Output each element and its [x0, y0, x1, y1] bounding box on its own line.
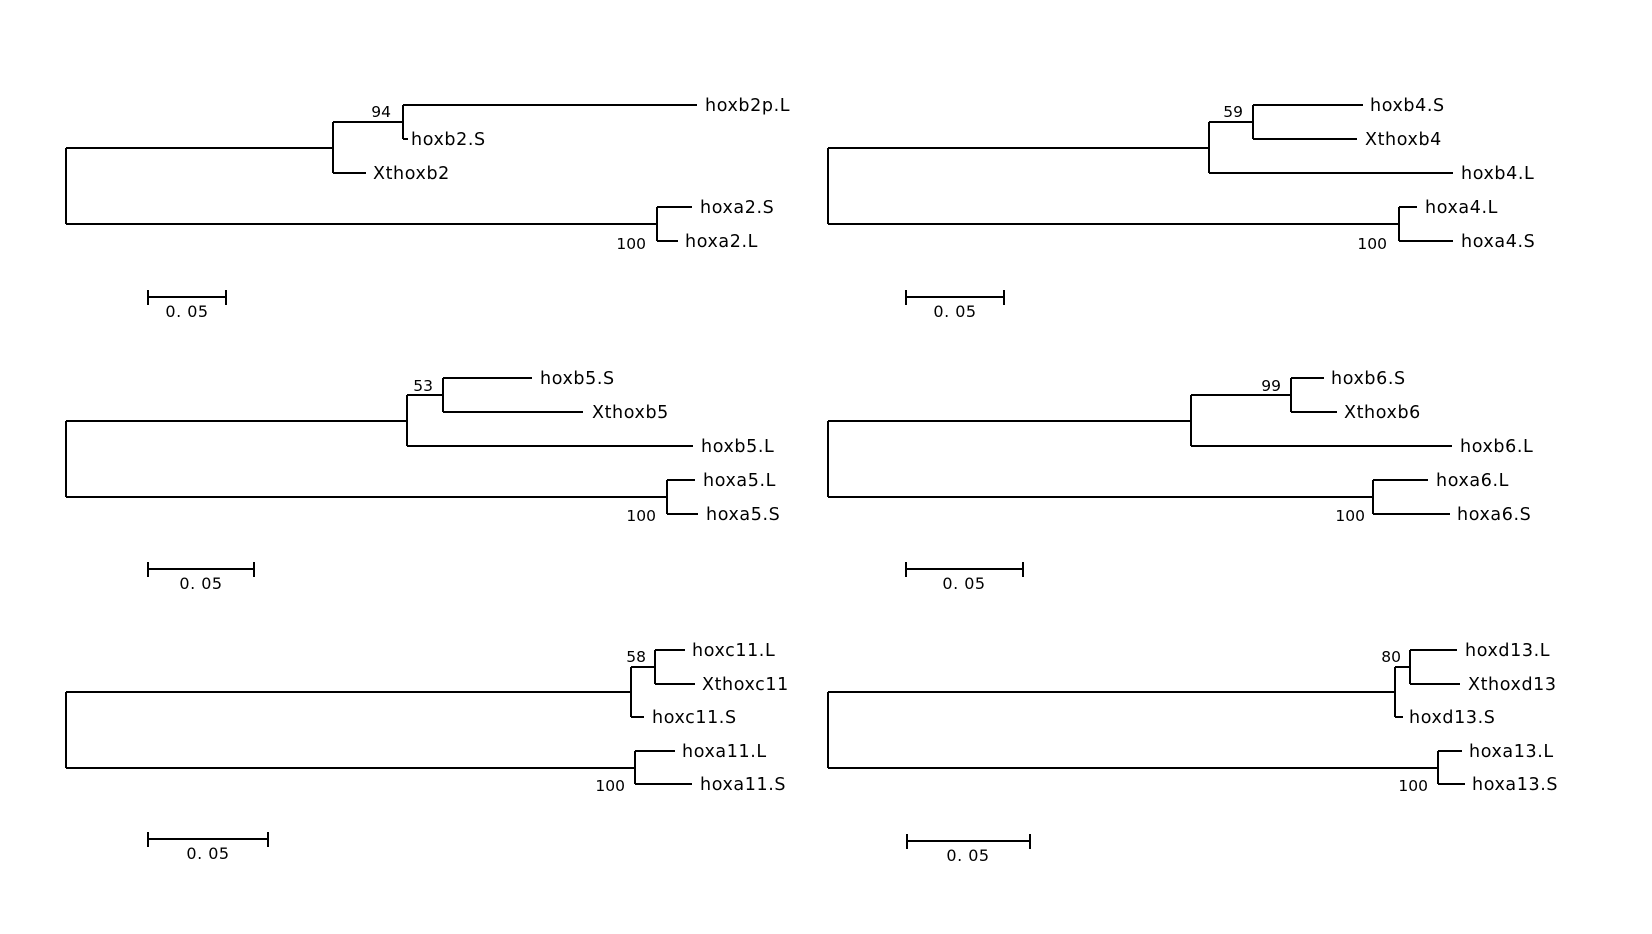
bootstrap-value-label: 94 — [371, 103, 391, 121]
taxon-label: hoxb6.S — [1331, 369, 1406, 389]
tree-hox5: hoxb5.S Xthoxb5 hoxb5.L hoxa5.L hoxa5.S 53 100… — [65, 369, 780, 593]
taxon-label: hoxb5.S — [540, 369, 615, 389]
taxon-label: hoxa6.S — [1457, 505, 1531, 525]
taxon-label: Xthoxb4 — [1365, 130, 1442, 150]
scale-bar-label: 0. 05 — [165, 302, 208, 321]
taxon-label: hoxd13.S — [1409, 708, 1495, 728]
bootstrap-value-label: 100 — [1398, 777, 1428, 795]
bootstrap-value-label: 100 — [626, 507, 656, 525]
taxon-label: hoxb4.L — [1461, 164, 1534, 184]
scale-bar-label: 0. 05 — [186, 844, 229, 863]
taxon-label: hoxa2.L — [685, 232, 758, 252]
tree-hox13: hoxd13.L Xthoxd13 hoxd13.S hoxa13.L hoxa13.S… — [827, 641, 1558, 865]
tree-hox6: hoxb6.S Xthoxb6 hoxb6.L hoxa6.L hoxa6.S 99 100… — [827, 369, 1533, 593]
bootstrap-value-label: 58 — [626, 648, 646, 666]
taxon-label: hoxb6.L — [1460, 437, 1533, 457]
tree-hox4: hoxb4.S Xthoxb4 hoxb4.L hoxa4.L hoxa4.S 59 100… — [827, 96, 1535, 321]
taxon-label: hoxa5.L — [703, 471, 776, 491]
taxon-label: Xthoxb6 — [1344, 403, 1421, 423]
taxon-label: hoxa11.L — [682, 742, 767, 762]
taxon-label: Xthoxb2 — [373, 164, 450, 184]
bootstrap-value-label: 100 — [1335, 507, 1365, 525]
taxon-label: Xthoxc11 — [702, 675, 789, 695]
taxon-label: hoxa4.S — [1461, 232, 1535, 252]
taxon-label: hoxc11.L — [692, 641, 775, 661]
bootstrap-value-label: 100 — [595, 777, 625, 795]
taxon-label: hoxa6.L — [1436, 471, 1509, 491]
taxon-label: Xthoxd13 — [1468, 675, 1557, 695]
taxon-label: hoxb2p.L — [705, 96, 790, 116]
bootstrap-value-label: 99 — [1261, 377, 1281, 395]
taxon-label: hoxd13.L — [1465, 641, 1550, 661]
taxon-label: hoxa5.S — [706, 505, 780, 525]
scale-bar-label: 0. 05 — [946, 846, 989, 865]
bootstrap-value-label: 53 — [413, 377, 433, 395]
bootstrap-value-label: 80 — [1381, 648, 1401, 666]
taxon-label: hoxa4.L — [1425, 198, 1498, 218]
taxon-label: hoxa2.S — [700, 198, 774, 218]
tree-hox2: hoxb2p.L hoxb2.S Xthoxb2 hoxa2.S hoxa2.L 94 10… — [65, 96, 790, 321]
bootstrap-value-label: 100 — [1357, 235, 1387, 253]
bootstrap-value-label: 59 — [1223, 103, 1243, 121]
taxon-label: hoxb2.S — [411, 130, 486, 150]
tree-hox11: hoxc11.L Xthoxc11 hoxc11.S hoxa11.L hoxa11.S… — [65, 641, 789, 863]
taxon-label: hoxa11.S — [700, 775, 786, 795]
taxon-label: hoxb5.L — [701, 437, 774, 457]
scale-bar-label: 0. 05 — [942, 574, 985, 593]
taxon-label: hoxc11.S — [652, 708, 737, 728]
taxon-label: hoxa13.L — [1469, 742, 1554, 762]
taxon-label: hoxb4.S — [1370, 96, 1445, 116]
scale-bar-label: 0. 05 — [179, 574, 222, 593]
taxon-label: Xthoxb5 — [592, 403, 669, 423]
taxon-label: hoxa13.S — [1472, 775, 1558, 795]
scale-bar-label: 0. 05 — [933, 302, 976, 321]
bootstrap-value-label: 100 — [616, 235, 646, 253]
